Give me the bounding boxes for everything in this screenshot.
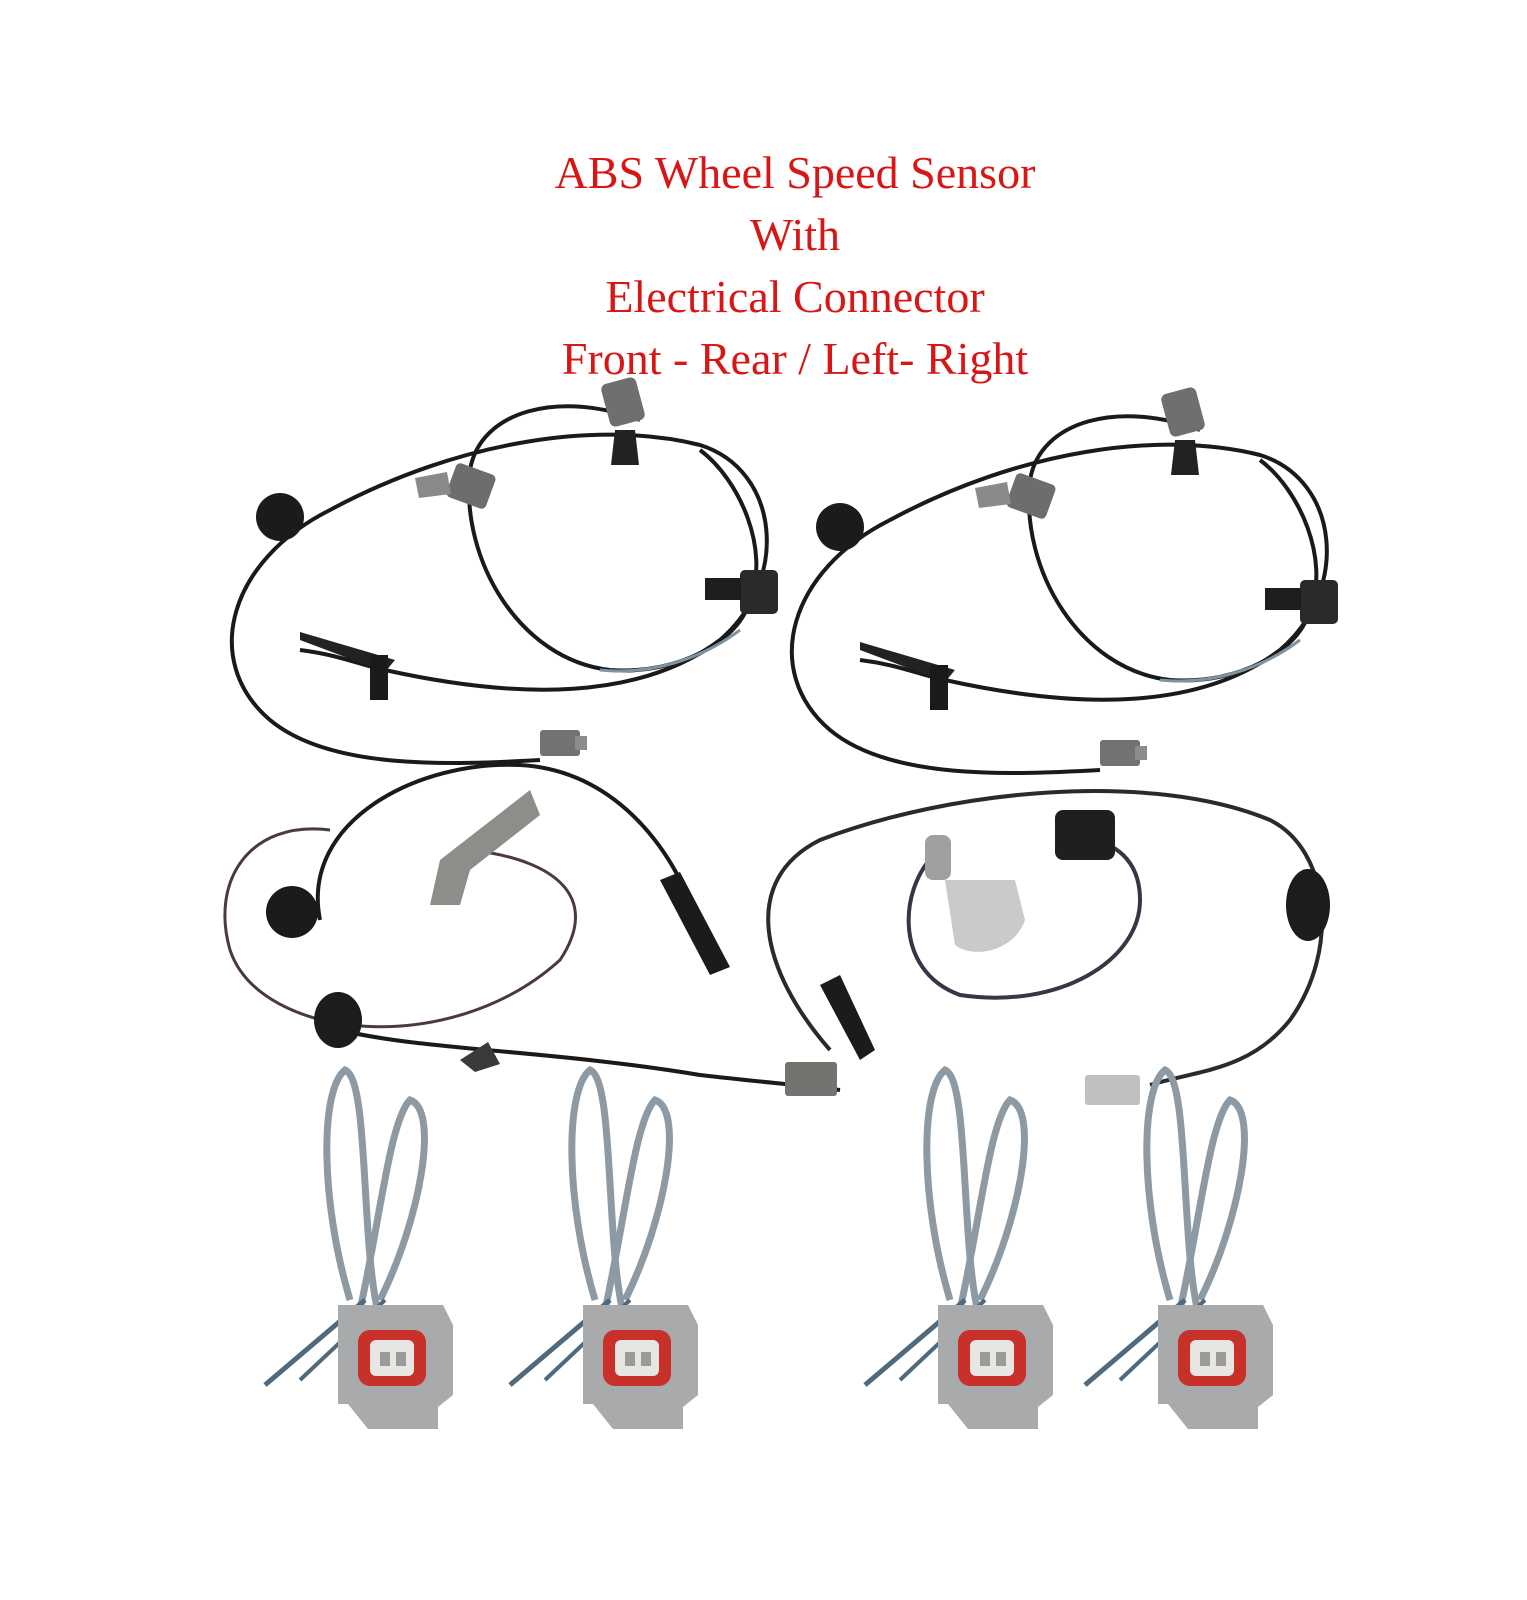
title-line-3: Electrical Connector [605, 271, 985, 322]
electrical-connector-4 [1085, 1070, 1273, 1429]
electrical-connector-1 [265, 1070, 453, 1429]
electrical-connector-2 [510, 1070, 698, 1429]
rear-left-sensor [223, 762, 841, 1096]
rear-right-sensor [766, 789, 1330, 1105]
electrical-connector-3 [865, 1070, 1053, 1429]
title-line-1: ABS Wheel Speed Sensor [554, 147, 1036, 198]
title-line-2: With [749, 209, 841, 260]
title-line-4: Front - Rear / Left- Right [561, 333, 1029, 384]
front-left-sensor [229, 374, 780, 766]
product-title: ABS Wheel Speed Sensor With Electrical C… [0, 142, 1527, 390]
front-right-sensor [789, 384, 1340, 776]
